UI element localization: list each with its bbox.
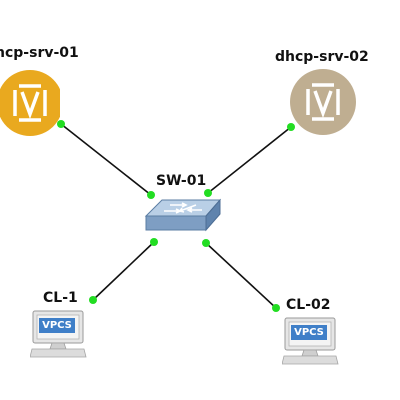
vpcs-badge-label: VPCS xyxy=(42,320,72,331)
port-status-dhcp-srv-02 xyxy=(287,123,295,131)
ethernet-switch-icon xyxy=(144,198,222,232)
port-status-sw-01-left-down xyxy=(150,238,158,246)
node-label-dhcp-srv-02[interactable]: dhcp-srv-02 xyxy=(275,49,369,65)
node-label-dhcp-srv-01[interactable]: dhcp-srv-01 xyxy=(0,45,79,61)
node-dhcp-srv-02[interactable] xyxy=(289,68,357,136)
vpcs-server-icon xyxy=(290,69,356,135)
link-dhcp-srv-01-sw-01[interactable] xyxy=(60,123,152,196)
node-cl-02[interactable]: VPCS xyxy=(281,316,340,368)
node-label-cl-02[interactable]: CL-02 xyxy=(286,297,331,313)
link-sw-01-cl-02[interactable] xyxy=(205,242,277,309)
port-status-dhcp-srv-01 xyxy=(57,120,65,128)
vpcs-badge-label: VPCS xyxy=(294,327,324,338)
node-label-cl-1[interactable]: CL-1 xyxy=(43,290,78,306)
vpcs-server-icon xyxy=(0,70,60,136)
link-sw-01-cl-1[interactable] xyxy=(92,241,155,301)
node-dhcp-srv-01[interactable] xyxy=(0,40,60,140)
vpcs-workstation-icon xyxy=(281,317,339,365)
link-dhcp-srv-02-sw-01[interactable] xyxy=(207,126,292,194)
port-status-sw-01-right-down xyxy=(202,239,210,247)
node-cl-1[interactable]: VPCS xyxy=(29,309,88,361)
port-status-sw-01-left-up xyxy=(147,191,155,199)
port-status-cl-02 xyxy=(272,304,280,312)
port-status-sw-01-right-up xyxy=(204,189,212,197)
vpcs-workstation-icon xyxy=(29,310,87,358)
node-label-sw-01[interactable]: SW-01 xyxy=(156,173,207,189)
port-status-cl-1 xyxy=(89,296,97,304)
node-sw-01[interactable] xyxy=(142,196,226,236)
